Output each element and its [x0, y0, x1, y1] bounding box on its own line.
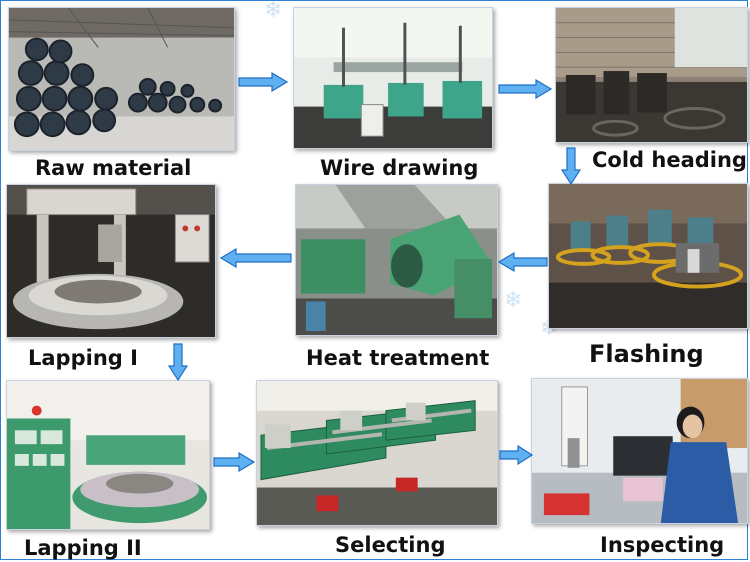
lapping-1-photo — [6, 184, 216, 338]
step-label: Cold heading — [592, 148, 747, 172]
heat-treatment-photo — [295, 184, 498, 336]
arrow-left-icon — [498, 252, 548, 272]
lapping-2-photo — [6, 380, 210, 530]
step-label: Lapping I — [28, 346, 138, 370]
arrow-left-icon — [220, 248, 292, 268]
step-label: Selecting — [335, 533, 446, 557]
step-label: Raw material — [35, 156, 192, 180]
step-label: Flashing — [589, 340, 704, 368]
step-label: Wire drawing — [320, 156, 479, 180]
arrow-right-icon — [499, 445, 533, 465]
inspecting-photo — [531, 378, 748, 524]
raw-material-photo — [8, 7, 235, 151]
arrow-right-icon — [498, 79, 552, 99]
step-label: Lapping II — [24, 536, 142, 560]
arrow-right-icon — [238, 72, 288, 92]
step-label: Heat treatment — [306, 346, 490, 370]
selecting-photo — [256, 380, 498, 526]
arrow-down-icon — [561, 147, 581, 185]
snowflake-icon: ❄ — [504, 288, 523, 313]
arrow-right-icon — [213, 452, 255, 472]
snowflake-icon: ❄ — [264, 0, 283, 23]
arrow-down-icon — [168, 343, 188, 381]
cold-heading-photo — [555, 7, 748, 143]
step-label: Inspecting — [600, 533, 725, 557]
flashing-photo — [548, 183, 748, 329]
wire-drawing-photo — [293, 7, 493, 149]
